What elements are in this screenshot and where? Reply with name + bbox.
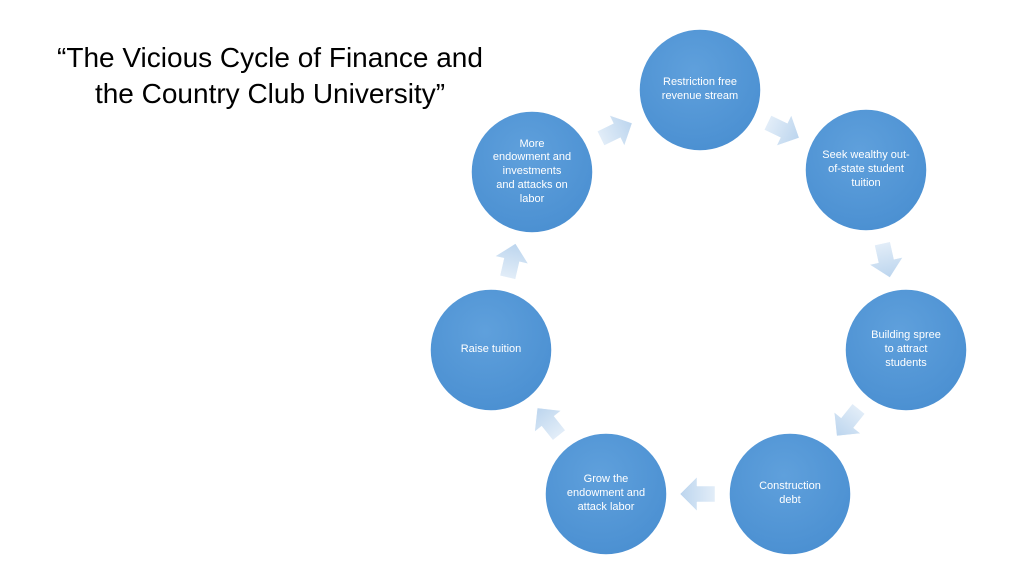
- cycle-node-circle: [544, 432, 668, 556]
- cycle-arrow: [494, 243, 529, 280]
- cycle-arrow: [596, 114, 633, 147]
- cycle-node-circle: [844, 288, 968, 412]
- cycle-node-circle: [429, 288, 553, 412]
- cycle-node-circle: [728, 432, 852, 556]
- title-line-2: the Country Club University”: [94, 77, 446, 109]
- cycle-node-circle: [804, 108, 928, 232]
- cycle-arrow: [868, 241, 904, 278]
- cycle-arrow: [763, 114, 800, 147]
- slide-title: “The Vicious Cycle of Finance and the Co…: [30, 40, 510, 112]
- cycle-node-circle: [470, 110, 594, 234]
- title-line-1: “The Vicious Cycle of Finance and: [57, 42, 483, 73]
- cycle-arrow: [679, 476, 716, 512]
- cycle-node-circle: [638, 28, 762, 152]
- cycle-arrow: [833, 403, 866, 437]
- cycle-arrow: [534, 407, 566, 441]
